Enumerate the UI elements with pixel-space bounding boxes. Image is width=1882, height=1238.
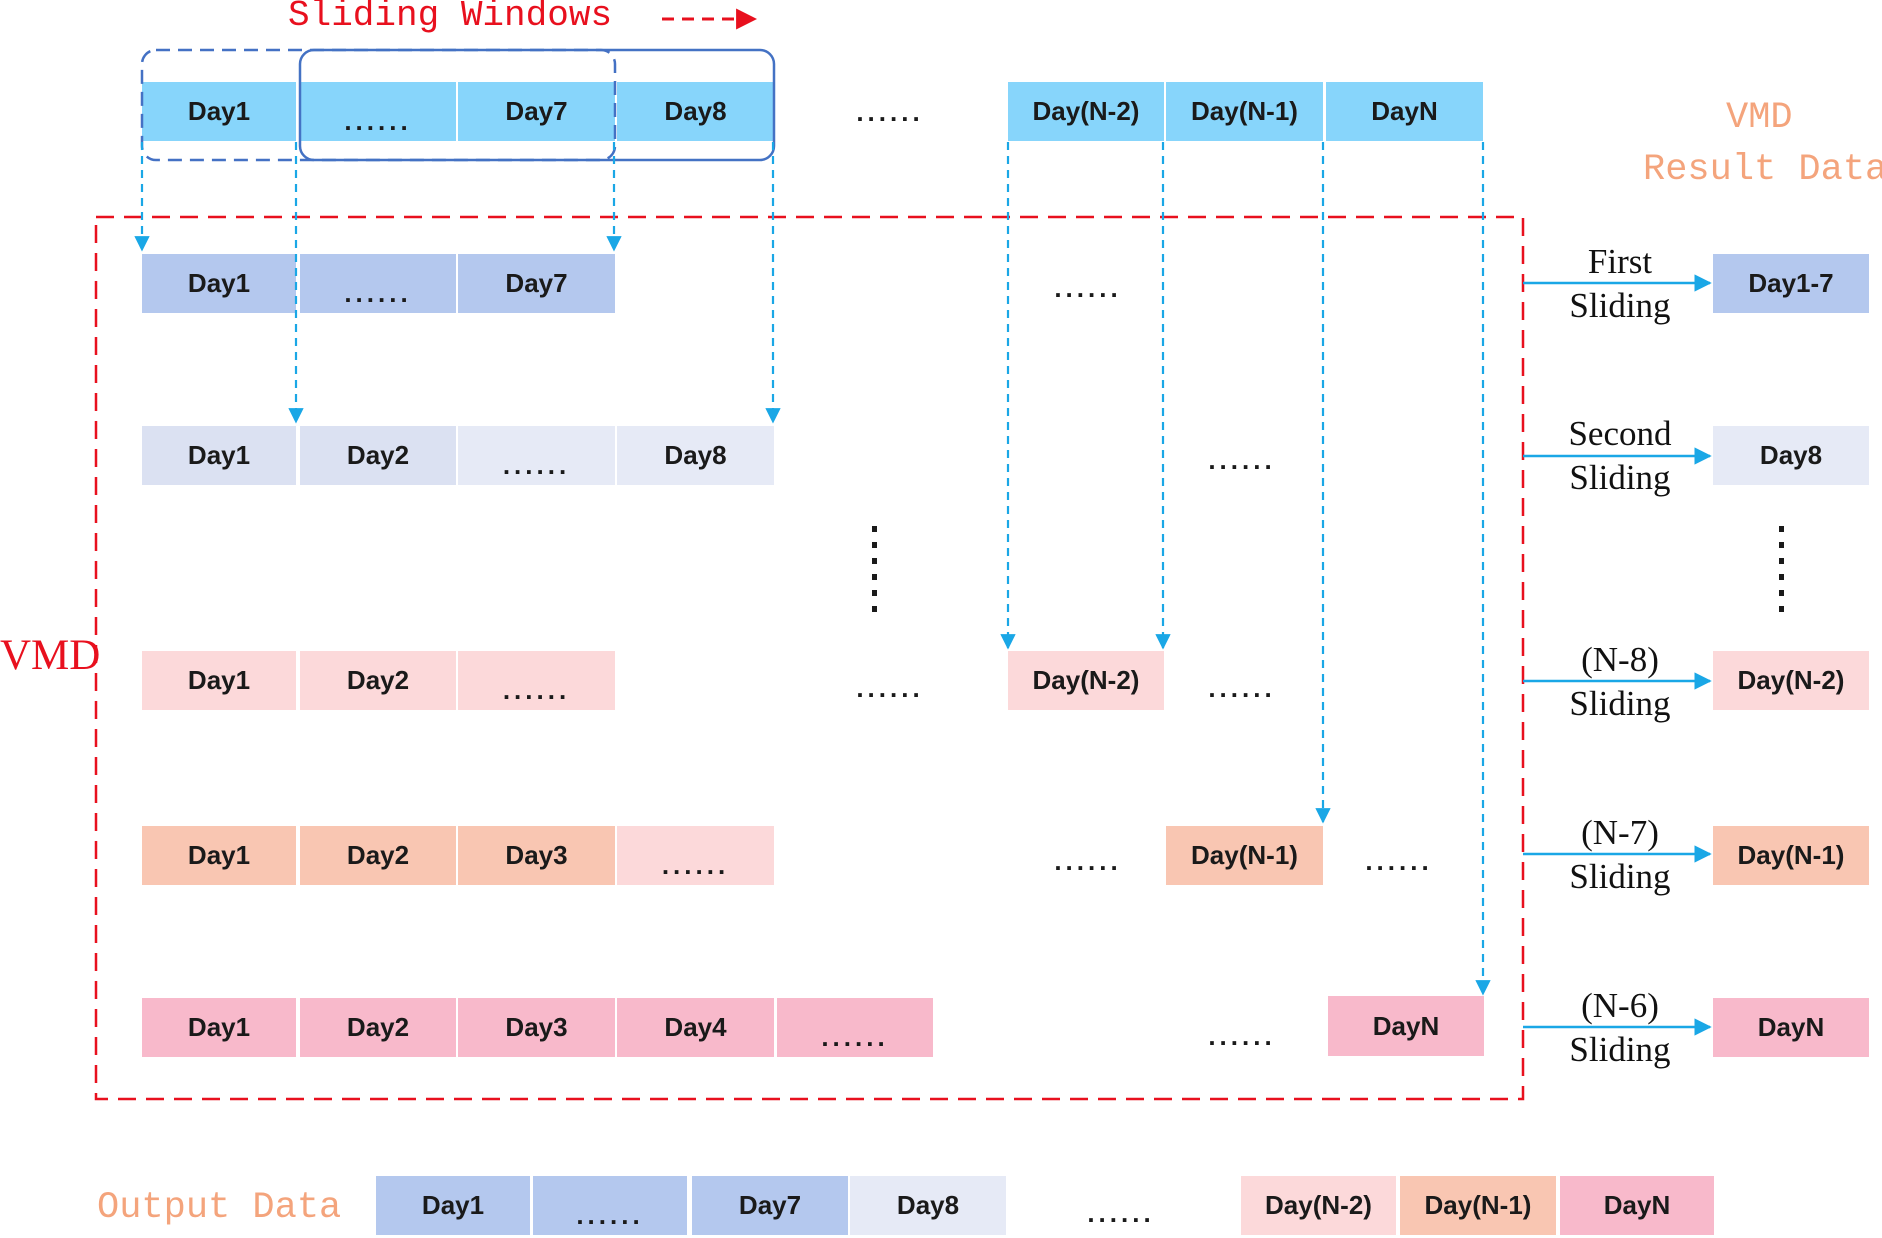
input-cell-day8: Day8	[617, 82, 774, 141]
row2-cell-day1: Day1	[142, 426, 296, 485]
vmd-result-title-line1: VMD	[1726, 97, 1793, 139]
row3-gap-ellipsis-b: ......	[1208, 672, 1276, 703]
row5-cell-day1: Day1	[142, 998, 296, 1057]
row3-cell-day1: Day1	[142, 651, 296, 710]
output-cell-day1: Day1	[376, 1176, 530, 1235]
result-cell-day8: Day8	[1713, 426, 1869, 485]
row3-gap-ellipsis-a: ......	[856, 672, 924, 703]
row4-cell-ellipsis: ......	[617, 826, 774, 885]
result-cell-day1-7: Day1-7	[1713, 254, 1869, 313]
row1-gap-ellipsis: ......	[1054, 272, 1122, 303]
input-cell-day7: Day7	[458, 82, 615, 141]
row4-gap-ellipsis-b: ......	[1365, 845, 1433, 876]
input-gap-ellipsis: ......	[856, 96, 924, 127]
row5-cell-day2: Day2	[300, 998, 456, 1057]
step-n-minus-7-sliding-label: (N-7) Sliding	[1569, 813, 1671, 896]
row3-cell-day2: Day2	[300, 651, 456, 710]
row1-cell-day1: Day1	[142, 254, 296, 313]
vmd-result-title-line2: Result Data	[1643, 149, 1882, 191]
row2-cell-ellipsis: ......	[458, 426, 615, 485]
result-cell-day-n-minus-2: Day(N-2)	[1713, 651, 1869, 710]
input-cell-day-n: DayN	[1326, 82, 1483, 141]
vertical-ellipsis-results	[1779, 526, 1784, 612]
output-cell-day-n-minus-2: Day(N-2)	[1241, 1176, 1396, 1235]
step-n-minus-6-sliding-label: (N-6) Sliding	[1569, 986, 1671, 1069]
row2-cell-day2: Day2	[300, 426, 456, 485]
input-cell-day-n-minus-1: Day(N-1)	[1166, 82, 1323, 141]
output-data-label: Output Data	[97, 1187, 342, 1229]
input-cell-ellipsis: ......	[300, 82, 456, 141]
sliding-windows-title: Sliding Windows	[288, 0, 613, 36]
output-cell-day8: Day8	[850, 1176, 1006, 1235]
row5-cell-day3: Day3	[458, 998, 615, 1057]
output-cell-day-n: DayN	[1560, 1176, 1714, 1235]
row4-cell-day3: Day3	[458, 826, 615, 885]
output-cell-day7: Day7	[692, 1176, 848, 1235]
row4-cell-day2: Day2	[300, 826, 456, 885]
row4-cell-day-n-minus-1: Day(N-1)	[1166, 826, 1323, 885]
output-cell-ellipsis: ......	[533, 1176, 687, 1235]
step-second-sliding-label: Second Sliding	[1568, 414, 1672, 497]
row2-cell-day8: Day8	[617, 426, 774, 485]
row1-cell-ellipsis: ......	[300, 254, 456, 313]
row4-gap-ellipsis-a: ......	[1054, 845, 1122, 876]
row5-cell-day-n: DayN	[1328, 996, 1484, 1056]
vmd-side-label: VMD	[0, 632, 101, 679]
row3-cell-day-n-minus-2: Day(N-2)	[1008, 651, 1164, 710]
step-first-sliding-label: First Sliding	[1569, 242, 1671, 325]
step-n-minus-8-sliding-label: (N-8) Sliding	[1569, 640, 1671, 723]
result-cell-day-n-minus-1: Day(N-1)	[1713, 826, 1869, 885]
row2-gap-ellipsis: ......	[1208, 444, 1276, 475]
output-gap-ellipsis: ......	[1087, 1197, 1155, 1228]
row5-cell-ellipsis: ......	[777, 998, 933, 1057]
row4-cell-day1: Day1	[142, 826, 296, 885]
input-cell-day1: Day1	[142, 82, 296, 141]
row1-cell-day7: Day7	[458, 254, 615, 313]
row3-cell-ellipsis: ......	[458, 651, 615, 710]
output-cell-day-n-minus-1: Day(N-1)	[1400, 1176, 1556, 1235]
input-cell-day-n-minus-2: Day(N-2)	[1008, 82, 1164, 141]
row5-cell-day4: Day4	[617, 998, 774, 1057]
vertical-ellipsis-center	[872, 526, 877, 612]
row5-gap-ellipsis: ......	[1208, 1020, 1276, 1051]
result-cell-day-n: DayN	[1713, 998, 1869, 1057]
